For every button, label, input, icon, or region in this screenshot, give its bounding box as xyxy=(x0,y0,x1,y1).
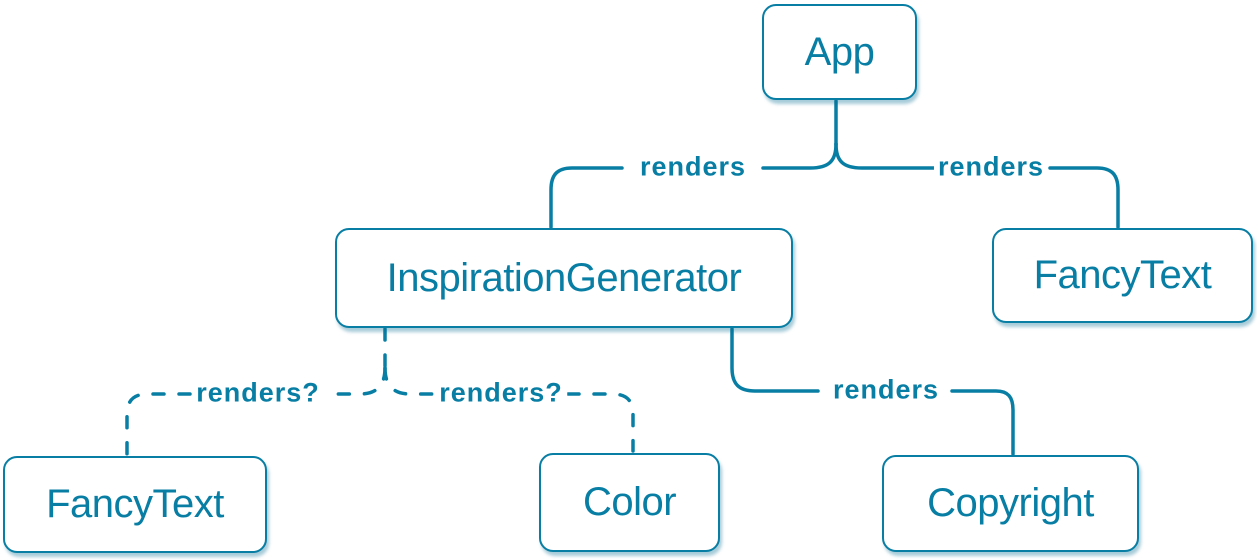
node-fancy-text-bottom-label: FancyText xyxy=(46,482,224,526)
node-app: App xyxy=(762,4,917,100)
edge-app-to-inspirationgenerator-a xyxy=(761,142,838,170)
node-copyright: Copyright xyxy=(882,455,1139,552)
edge-app-to-fancytext-a xyxy=(834,142,936,170)
edge-label-inspirationgenerator-color: renders? xyxy=(435,379,567,407)
edge-inspirationgenerator-to-color-b xyxy=(566,392,635,453)
node-app-label: App xyxy=(804,29,875,74)
node-fancy-text-bottom: FancyText xyxy=(3,456,267,553)
edge-label-app-fancytext: renders xyxy=(933,153,1049,181)
edge-label-app-inspirationgenerator: renders xyxy=(635,153,751,181)
node-inspiration-generator-label: InspirationGenerator xyxy=(386,255,742,300)
edge-inspirationgenerator-to-copyright-a xyxy=(730,327,820,393)
edge-inspirationgenerator-to-fancytext-a xyxy=(330,366,387,396)
edge-inspirationgenerator-to-fancytext-b xyxy=(125,392,192,456)
node-fancy-text-top: FancyText xyxy=(992,228,1253,323)
edge-inspirationgenerator-to-color-a xyxy=(383,366,436,396)
node-fancy-text-top-label: FancyText xyxy=(1033,253,1212,297)
edge-inspirationgenerator-to-copyright-b xyxy=(950,389,1015,456)
edge-app-to-inspirationgenerator-b xyxy=(549,166,624,229)
node-copyright-label: Copyright xyxy=(927,481,1094,525)
edge-app-to-fancytext-b xyxy=(1048,166,1120,229)
edge-label-inspirationgenerator-fancytext: renders? xyxy=(192,379,324,407)
edge-label-inspirationgenerator-copyright: renders xyxy=(828,376,944,404)
node-color: Color xyxy=(539,453,720,552)
node-color-label: Color xyxy=(582,480,677,524)
node-inspiration-generator: InspirationGenerator xyxy=(335,228,793,328)
